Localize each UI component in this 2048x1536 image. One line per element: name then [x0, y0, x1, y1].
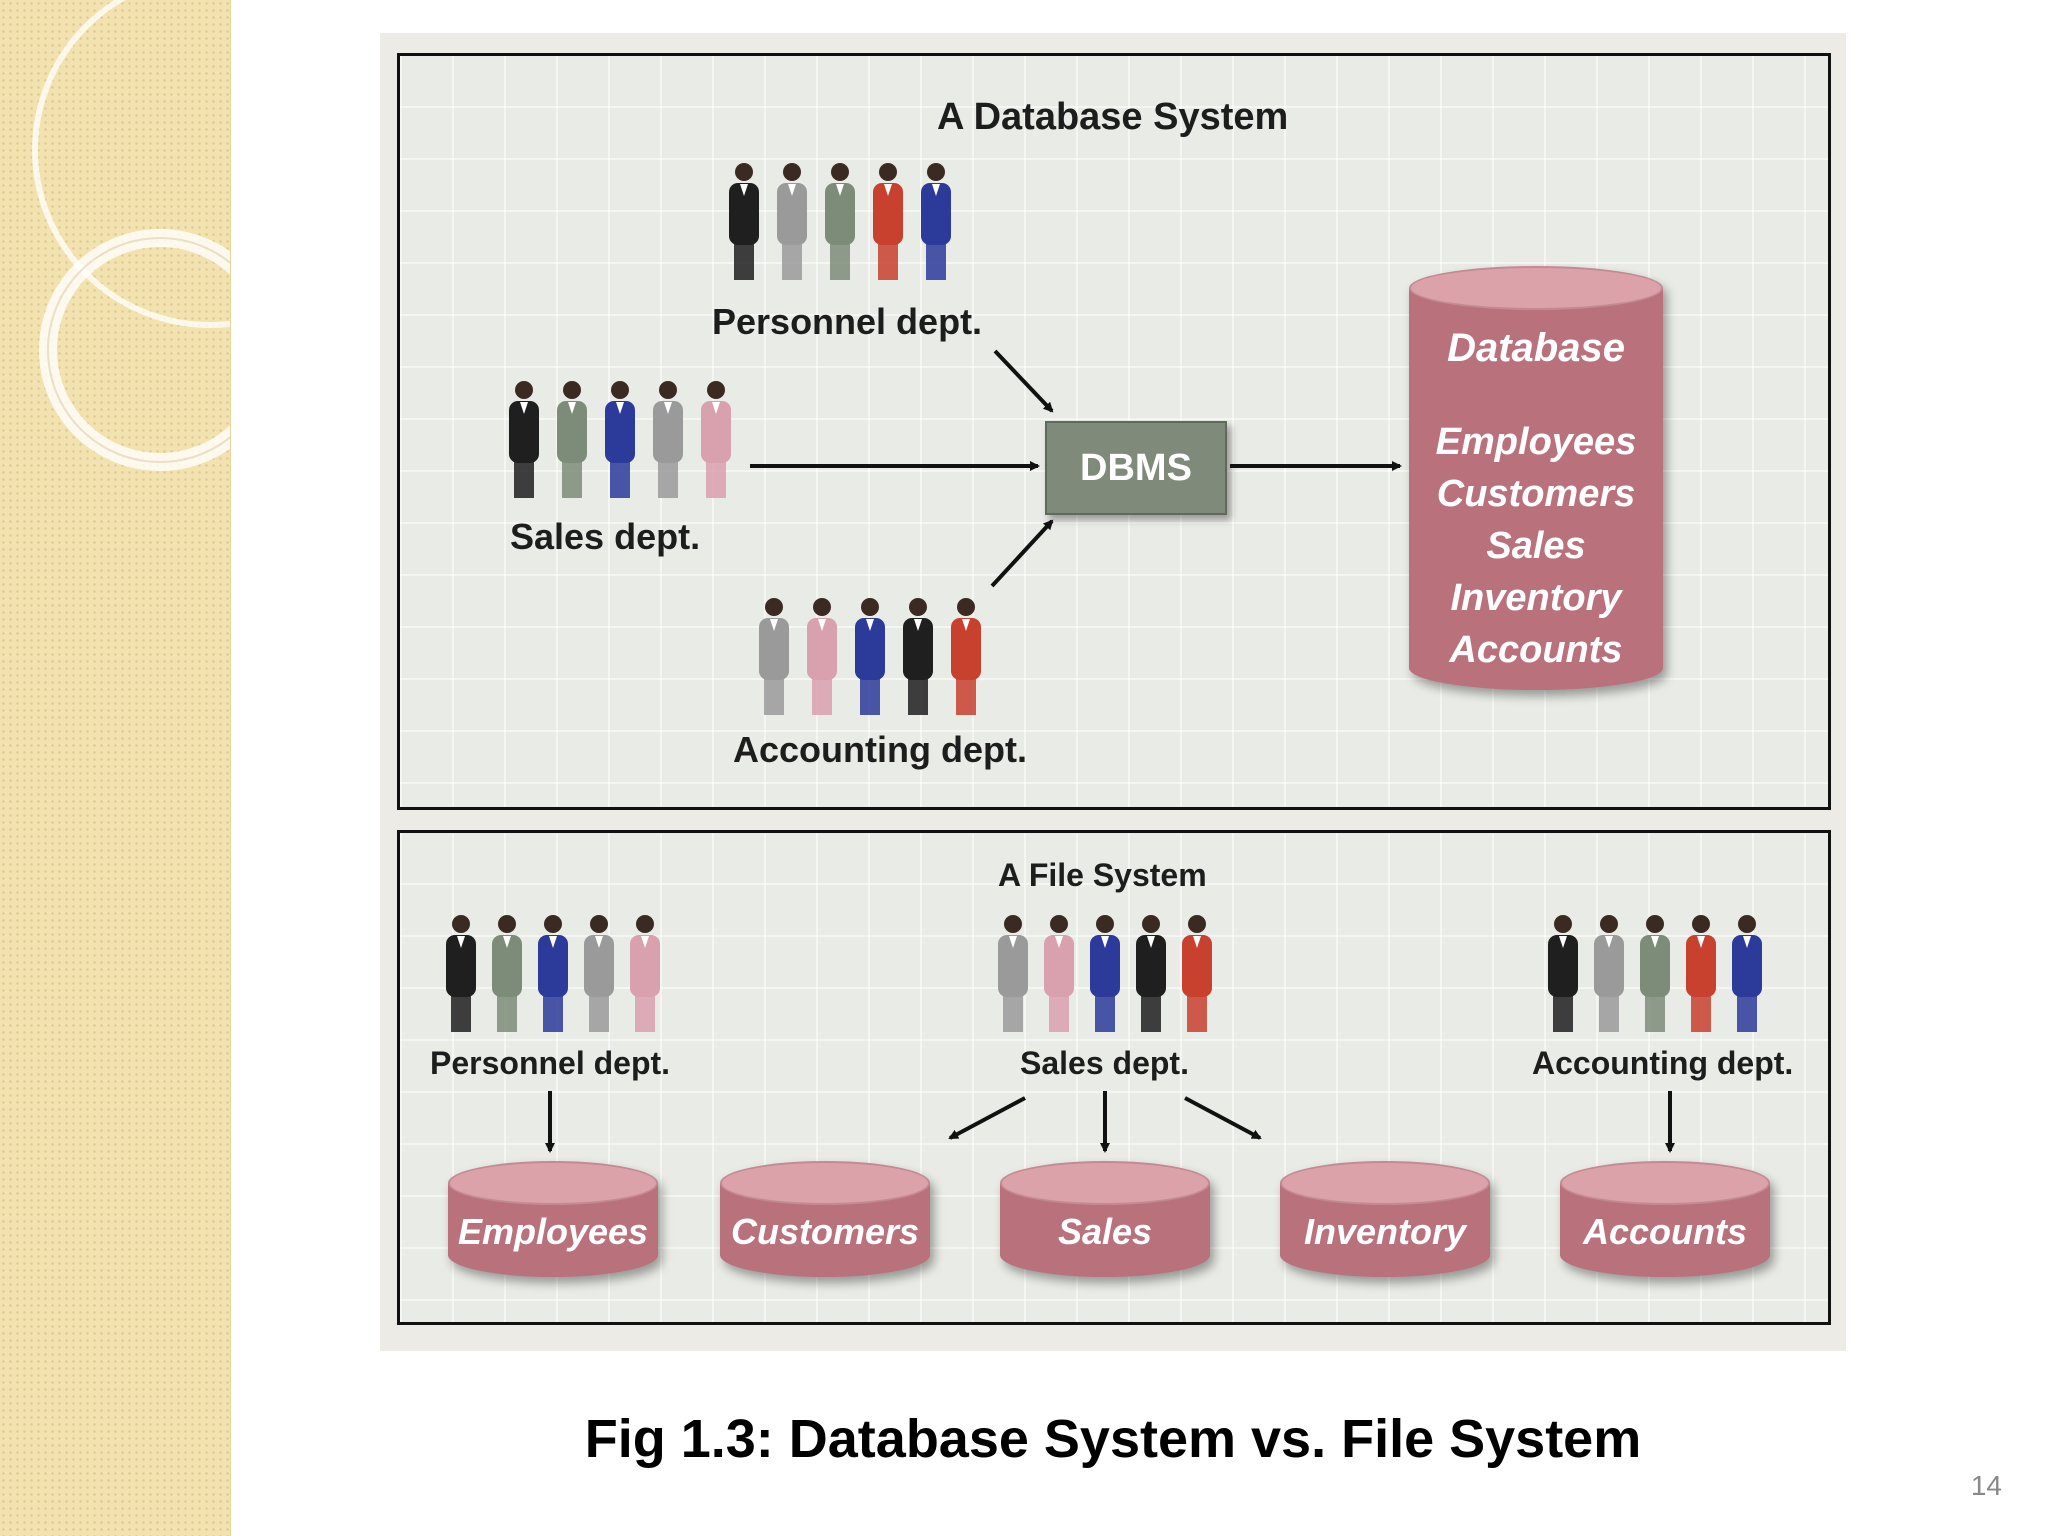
- person-icon: [903, 598, 933, 715]
- person-icon: [1732, 915, 1762, 1032]
- database-item: Accounts: [1449, 629, 1623, 671]
- person-icon: [1136, 915, 1166, 1032]
- person-icon: [492, 915, 522, 1032]
- personnel-group-icon: [446, 915, 660, 1032]
- database-item: Sales: [1486, 525, 1586, 567]
- person-icon: [446, 915, 476, 1032]
- sales-group-icon: [509, 381, 731, 498]
- file-label: Customers: [730, 1211, 920, 1252]
- person-icon: [1090, 915, 1120, 1032]
- person-icon: [701, 381, 731, 498]
- person-icon: [509, 381, 539, 498]
- person-icon: [873, 163, 903, 280]
- database-item: Customers: [1436, 473, 1636, 515]
- person-icon: [807, 598, 837, 715]
- file-cylinder-icon: Employees: [448, 1161, 658, 1277]
- personnel-group-icon: [729, 163, 951, 280]
- accounting-group-icon: [1548, 915, 1762, 1032]
- database-arrows: [750, 349, 1402, 588]
- sales-to-inventory-arrow-icon: [1184, 1096, 1262, 1140]
- person-icon: [1182, 915, 1212, 1032]
- person-icon: [630, 915, 660, 1032]
- database-system-title: A Database System: [937, 96, 1289, 138]
- person-icon: [777, 163, 807, 280]
- dbms-box: DBMS: [1045, 421, 1227, 515]
- file-label: Sales: [1057, 1211, 1153, 1252]
- file-cylinder-icon: Sales: [1000, 1161, 1210, 1277]
- file-label: Accounts: [1582, 1211, 1748, 1252]
- person-icon: [653, 381, 683, 498]
- sales-dept-label: Sales dept.: [510, 516, 701, 557]
- personnel-to-dbms-arrow-icon: [993, 349, 1054, 413]
- database-cylinder-icon: Database Employees Customers Sales Inven…: [1409, 266, 1663, 690]
- person-icon: [557, 381, 587, 498]
- accounting-group-icon: [759, 598, 981, 715]
- person-icon: [1044, 915, 1074, 1032]
- accounting-dept-label: Accounting dept.: [733, 729, 1027, 770]
- database-items: Employees Customers Sales Inventory Acco…: [1409, 416, 1663, 676]
- file-cylinder-icon: Accounts: [1560, 1161, 1770, 1277]
- person-icon: [998, 915, 1028, 1032]
- person-icon: [1686, 915, 1716, 1032]
- file-label: Employees: [457, 1211, 649, 1252]
- decorative-side-strip: [0, 0, 231, 1536]
- person-icon: [825, 163, 855, 280]
- figure: A Database System Personnel dept. Sales …: [380, 33, 1846, 1351]
- database-item: Employees: [1435, 421, 1637, 463]
- person-icon: [951, 598, 981, 715]
- person-icon: [538, 915, 568, 1032]
- person-icon: [605, 381, 635, 498]
- sales-dept-label: Sales dept.: [1020, 1045, 1189, 1081]
- person-icon: [1548, 915, 1578, 1032]
- file-cylinder-icon: Inventory: [1280, 1161, 1490, 1277]
- person-icon: [1594, 915, 1624, 1032]
- person-icon: [759, 598, 789, 715]
- accounting-dept-label: Accounting dept.: [1532, 1045, 1794, 1081]
- person-icon: [729, 163, 759, 280]
- page-number: 14: [1970, 1470, 2002, 1501]
- person-icon: [584, 915, 614, 1032]
- sales-group-icon: [998, 915, 1212, 1032]
- database-title: Database: [1447, 326, 1625, 370]
- database-system-panel: A Database System Personnel dept. Sales …: [397, 53, 1831, 810]
- figure-caption: Fig 1.3: Database System vs. File System: [584, 1409, 1642, 1469]
- sales-to-customers-arrow-icon: [948, 1096, 1026, 1140]
- personnel-dept-label: Personnel dept.: [712, 301, 983, 342]
- file-system-panel: A File System Personnel dept. Sales dept…: [397, 830, 1831, 1325]
- file-label: Inventory: [1303, 1211, 1467, 1252]
- file-arrows: [545, 1091, 1675, 1153]
- file-cylinder-icon: Customers: [720, 1161, 930, 1277]
- personnel-dept-label: Personnel dept.: [430, 1045, 671, 1081]
- person-icon: [921, 163, 951, 280]
- decorative-rings: [32, 0, 230, 471]
- accounting-to-dbms-arrow-icon: [990, 519, 1054, 588]
- person-icon: [855, 598, 885, 715]
- person-icon: [1640, 915, 1670, 1032]
- file-system-title: A File System: [998, 857, 1207, 893]
- database-item: Inventory: [1450, 577, 1622, 619]
